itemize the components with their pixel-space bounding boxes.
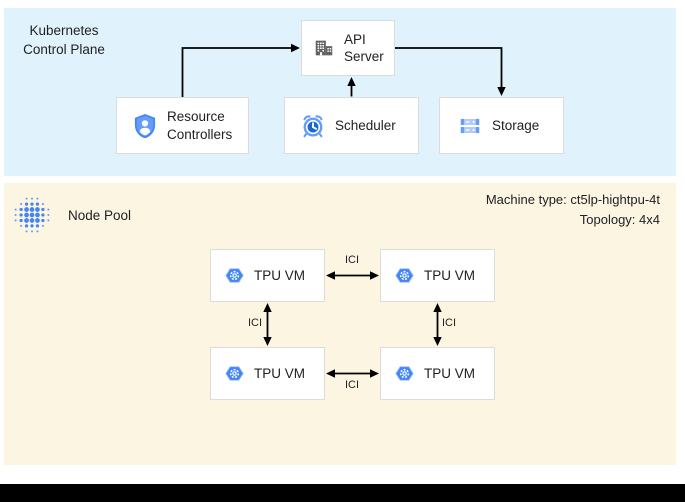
tpu-vm-label: TPU VM: [254, 365, 306, 381]
scheduler-node: Scheduler: [284, 97, 419, 154]
ici-link-label-top: ICI: [344, 254, 360, 266]
gke-hexagon-icon: [394, 363, 415, 384]
node-pool-title: Node Pool: [68, 207, 132, 223]
ici-link-label-right: ICI: [441, 317, 457, 329]
topology-text: Topology: 4x4: [579, 212, 660, 228]
tpu-vm-label: TPU VM: [424, 365, 476, 381]
tpu-vm-label: TPU VM: [424, 267, 476, 283]
tpu-vm-node-bottom-left: TPU VM: [210, 347, 325, 400]
tpu-vm-node-top-left: TPU VM: [210, 249, 325, 302]
ici-link-label-left: ICI: [247, 317, 263, 329]
tpu-vm-node-bottom-right: TPU VM: [380, 347, 495, 400]
node-pool-header: Node Pool: [12, 192, 131, 238]
node-pool-metadata: Machine type: ct5lp-hightpu-4t Topology:…: [486, 190, 660, 230]
control-plane-title: Kubernetes Control Plane: [23, 23, 105, 57]
gke-hexagon-icon: [224, 363, 245, 384]
resource-controllers-label: Resource Controllers: [167, 109, 233, 142]
node-pool-dots-icon: [12, 195, 52, 235]
machine-type-text: Machine type: ct5lp-hightpu-4t: [485, 192, 660, 207]
gke-hexagon-icon: [394, 265, 415, 286]
resource-controllers-node: Resource Controllers: [116, 97, 249, 154]
ici-link-label-bottom: ICI: [344, 379, 360, 391]
node-pool-panel: [4, 183, 676, 465]
bottom-window-bar: [0, 484, 685, 502]
tpu-vm-node-top-right: TPU VM: [380, 249, 495, 302]
storage-label: Storage: [492, 117, 540, 133]
api-server-node: API Server: [301, 20, 395, 76]
api-server-label: API Server: [344, 31, 384, 64]
tpu-vm-label: TPU VM: [254, 267, 306, 283]
shield-user-icon: [132, 113, 158, 139]
gke-hexagon-icon: [224, 265, 245, 286]
alarm-clock-icon: [300, 113, 326, 139]
storage-disks-icon: [457, 113, 483, 139]
building-icon: [313, 37, 335, 59]
storage-node: Storage: [439, 97, 564, 154]
scheduler-label: Scheduler: [335, 117, 396, 133]
